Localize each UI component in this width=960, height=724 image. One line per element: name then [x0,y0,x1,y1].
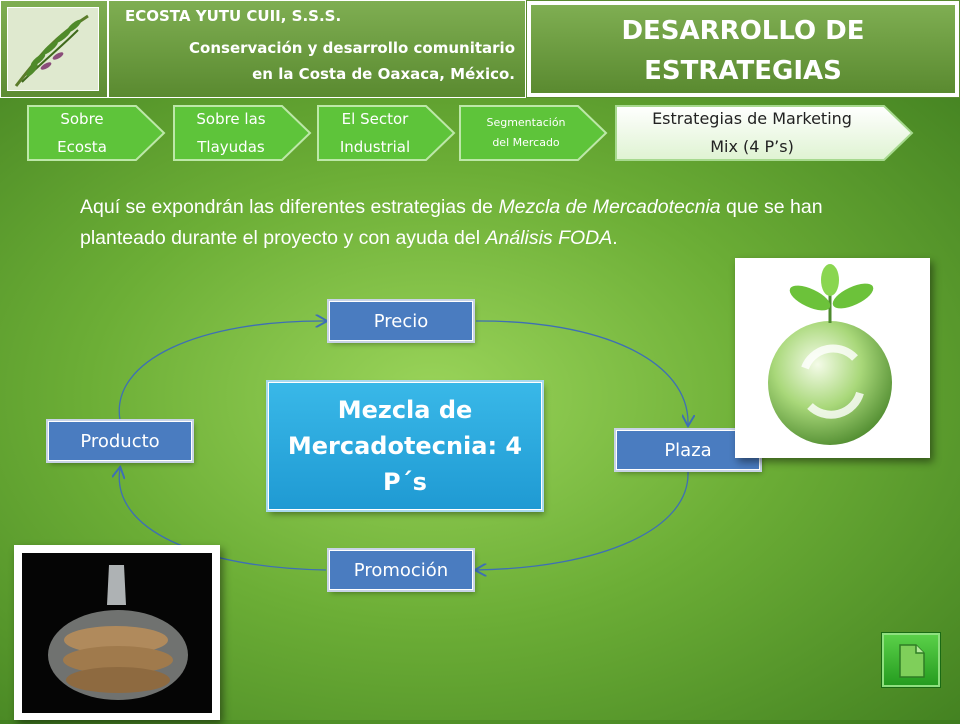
plant-logo-icon [7,7,99,91]
organization-subtitle-1: Conservación y desarrollo comunitario [189,39,515,57]
intro-paragraph: Aquí se expondrán las diferentes estrate… [80,196,823,249]
organization-subtitle-2: en la Costa de Oaxaca, México. [252,65,515,83]
organization-info: ECOSTA YUTU CUII, S.S.S. Conservación y … [108,0,526,98]
document-icon [899,644,925,678]
organization-name: ECOSTA YUTU CUII, S.S.S. [125,7,342,25]
producto-box[interactable]: Producto [48,421,192,461]
title-cell: DESARROLLO DE ESTRATEGIAS [526,0,960,98]
tlayudas-package-image [14,545,220,720]
eco-globe-image [735,258,930,458]
header: ECOSTA YUTU CUII, S.S.S. Conservación y … [0,0,960,100]
page-title-line-1: DESARROLLO DE [621,16,865,46]
logo-cell [0,0,108,98]
next-document-button[interactable] [881,632,941,688]
precio-box[interactable]: Precio [329,301,473,341]
page-title-line-2: ESTRATEGIAS [644,56,842,86]
page-title: DESARROLLO DE ESTRATEGIAS [531,5,955,93]
promocion-box[interactable]: Promoción [329,550,473,590]
mezcla-mercadotecnia-center: Mezcla de Mercadotecnia: 4 P´s [268,382,542,510]
